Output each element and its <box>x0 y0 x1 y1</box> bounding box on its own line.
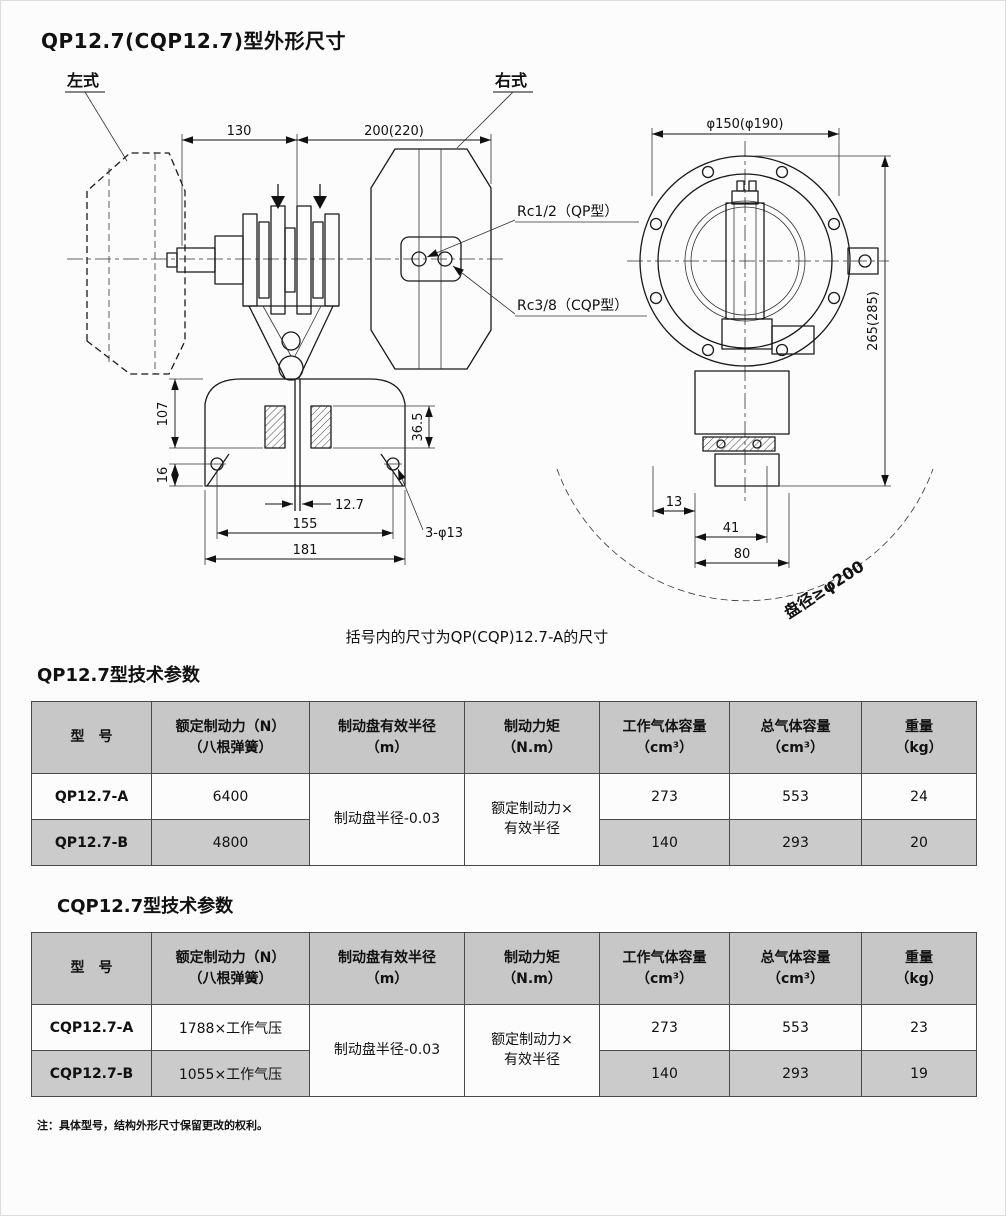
side-view <box>370 148 492 370</box>
view-labels: 左式 右式 <box>65 71 533 162</box>
cell-work-volume: 140 <box>599 1050 730 1097</box>
cell-force: 6400 <box>151 773 310 820</box>
dim-phi150-label: φ150(φ190) <box>707 117 784 132</box>
table2-title: CQP12.7型技术参数 <box>57 896 234 917</box>
dim-265-label: 265(285) <box>866 291 881 351</box>
footnote: 注：具体型号，结构外形尺寸保留更改的权利。 <box>37 1119 268 1132</box>
col-header-radius: 制动盘有效半径（m） <box>309 701 465 774</box>
cell-torque: 额定制动力×有效半径 <box>464 1004 600 1097</box>
table-row: QP12.7-A 6400 制动盘半径-0.03 额定制动力×有效半径 273 … <box>31 773 977 866</box>
table2-header-row: 型 号 额定制动力（N）（八根弹簧） 制动盘有效半径（m） 制动力矩（N.m） … <box>31 932 977 1005</box>
cell-work-volume: 273 <box>599 773 730 820</box>
cell-work-volume: 140 <box>599 819 730 866</box>
cell-model: QP12.7-A <box>31 773 152 820</box>
dim-36-5-label: 36.5 <box>411 413 426 442</box>
col-header-force: 额定制动力（N）（八根弹簧） <box>151 701 310 774</box>
dim-3-phi13-label: 3-φ13 <box>425 526 463 541</box>
dim-13-label: 13 <box>666 495 683 510</box>
dim-16-label: 16 <box>156 467 171 484</box>
col-header-weight: 重量（kg） <box>861 932 977 1005</box>
col-header-work-volume: 工作气体容量（cm³） <box>599 932 730 1005</box>
table-row: CQP12.7-B 1055×工作气压 140 293 19 <box>31 1050 977 1097</box>
dimensions-front: 107 16 36.5 12.7 155 181 3 <box>156 378 463 565</box>
port-qp-label: Rc1/2（QP型） <box>517 204 618 220</box>
cell-force: 4800 <box>151 819 310 866</box>
col-header-radius: 制动盘有效半径（m） <box>309 932 465 1005</box>
dimensions-flange: 265(285) 13 41 80 盘径≥φ200 <box>652 155 891 623</box>
cell-model: CQP12.7-A <box>31 1004 152 1051</box>
cell-model: CQP12.7-B <box>31 1050 152 1097</box>
technical-drawing: 左式 右式 <box>27 56 1005 655</box>
cell-total-volume: 293 <box>729 819 862 866</box>
cell-weight: 20 <box>861 819 977 866</box>
cell-force: 1055×工作气压 <box>151 1050 310 1097</box>
dim-12-7-label: 12.7 <box>335 498 364 513</box>
page-title: QP12.7(CQP12.7)型外形尺寸 <box>41 29 346 53</box>
port-cqp-label: Rc3/8（CQP型） <box>517 298 628 314</box>
disc-diameter-label: 盘径≥φ200 <box>781 557 868 623</box>
col-header-torque: 制动力矩（N.m） <box>464 701 600 774</box>
cell-total-volume: 553 <box>729 773 862 820</box>
dim-41-label: 41 <box>723 521 740 536</box>
dim-107-label: 107 <box>156 402 171 427</box>
table-row: CQP12.7-A 1788×工作气压 制动盘半径-0.03 额定制动力×有效半… <box>31 1004 977 1097</box>
right-type-label: 右式 <box>495 71 527 90</box>
col-header-total-volume: 总气体容量（cm³） <box>729 701 862 774</box>
cell-model: QP12.7-B <box>31 819 152 866</box>
left-type-label: 左式 <box>66 71 99 90</box>
cell-total-volume: 293 <box>729 1050 862 1097</box>
cell-radius: 制动盘半径-0.03 <box>309 1004 465 1097</box>
drawing-caption: 括号内的尺寸为QP(CQP)12.7-A的尺寸 <box>346 628 609 646</box>
cell-weight: 23 <box>861 1004 977 1051</box>
cell-weight: 19 <box>861 1050 977 1097</box>
dim-200-label: 200(220) <box>364 124 424 139</box>
port-callouts: Rc1/2（QP型） Rc3/8（CQP型） <box>426 204 647 317</box>
col-header-torque: 制动力矩（N.m） <box>464 932 600 1005</box>
flange-view <box>556 155 934 602</box>
cell-work-volume: 273 <box>599 1004 730 1051</box>
col-header-force: 额定制动力（N）（八根弹簧） <box>151 932 310 1005</box>
table1-header-row: 型 号 额定制动力（N）（八根弹簧） 制动盘有效半径（m） 制动力矩（N.m） … <box>31 701 977 774</box>
table-row: QP12.7-B 4800 140 293 20 <box>31 819 977 866</box>
dim-181-label: 181 <box>293 543 318 558</box>
col-header-weight: 重量（kg） <box>861 701 977 774</box>
col-header-total-volume: 总气体容量（cm³） <box>729 932 862 1005</box>
front-view <box>86 152 406 511</box>
outline-drawing-svg: 左式 右式 <box>65 71 934 646</box>
cell-radius: 制动盘半径-0.03 <box>309 773 465 866</box>
col-header-model: 型 号 <box>31 932 152 1005</box>
col-header-work-volume: 工作气体容量（cm³） <box>599 701 730 774</box>
table2: 型 号 额定制动力（N）（八根弹簧） 制动盘有效半径（m） 制动力矩（N.m） … <box>31 932 977 1097</box>
col-header-model: 型 号 <box>31 701 152 774</box>
dimensions-top: 130 200(220) φ150(φ190) <box>181 117 840 246</box>
dim-80-label: 80 <box>734 547 751 562</box>
cell-torque: 额定制动力×有效半径 <box>464 773 600 866</box>
dim-130-label: 130 <box>227 124 252 139</box>
cell-total-volume: 553 <box>729 1004 862 1051</box>
table1-title: QP12.7型技术参数 <box>37 665 200 686</box>
dim-155-label: 155 <box>293 517 318 532</box>
cell-weight: 24 <box>861 773 977 820</box>
table1: 型 号 额定制动力（N）（八根弹簧） 制动盘有效半径（m） 制动力矩（N.m） … <box>31 701 977 866</box>
cell-force: 1788×工作气压 <box>151 1004 310 1051</box>
